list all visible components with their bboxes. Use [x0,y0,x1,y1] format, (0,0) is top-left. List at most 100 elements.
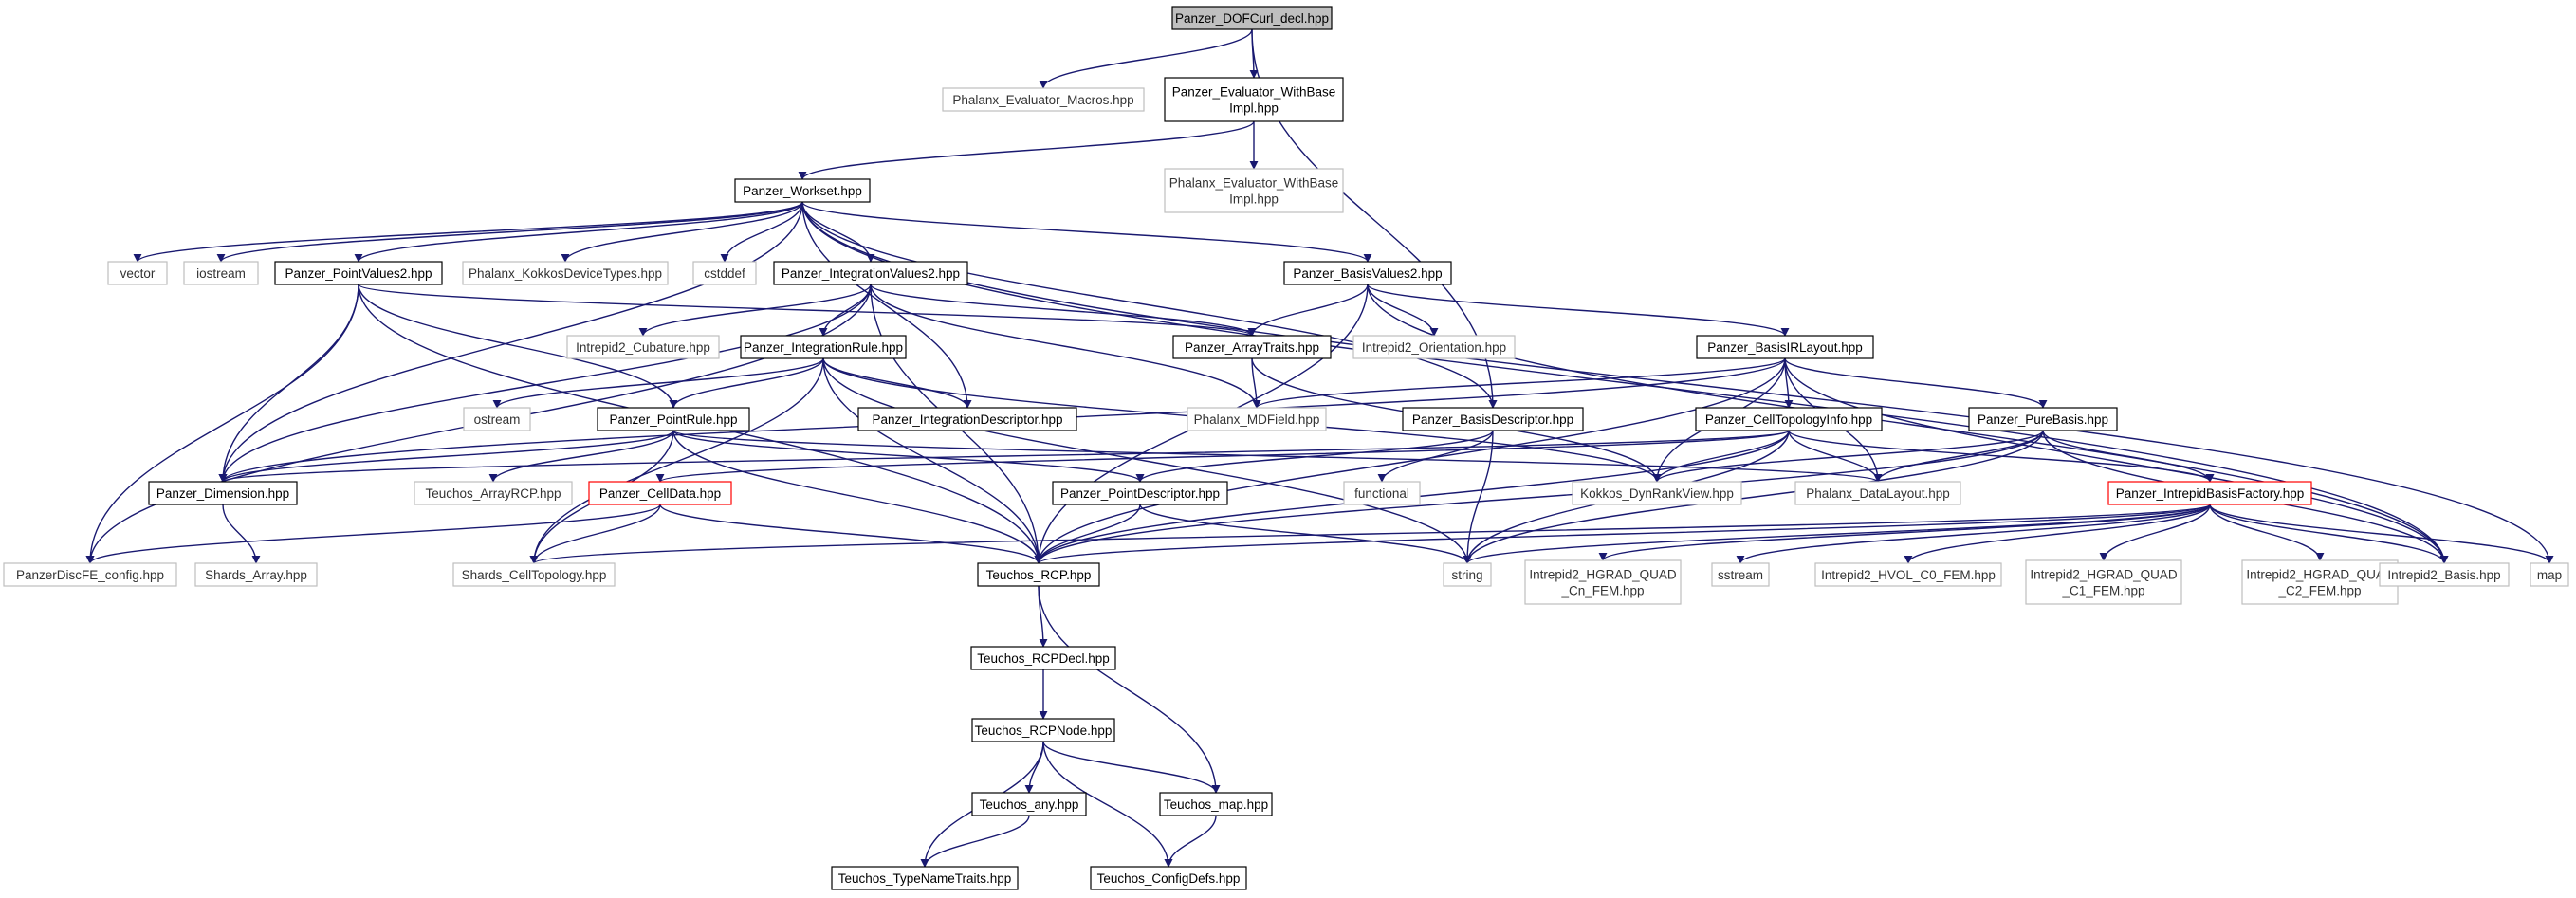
node-tmap[interactable]: Teuchos_map.hpp [1159,792,1273,816]
node-box-iostream [183,261,259,285]
node-label-vector: vector [120,266,156,281]
node-label-hgrad_cn: _Cn_FEM.hpp [1560,584,1644,598]
node-label-phx_eval_wb: Impl.hpp [1229,192,1279,207]
node-configdefs[interactable]: Teuchos_ConfigDefs.hpp [1090,866,1247,890]
node-box-tmap [1159,792,1273,816]
node-intrule[interactable]: Panzer_IntegrationRule.hpp [740,335,907,359]
node-hgrad_c1: Intrepid2_HGRAD_QUAD _C1_FEM.hpp [2025,559,2182,605]
edge-purebasis-to-datalayout [1873,430,2044,483]
node-pointdesc[interactable]: Panzer_PointDescriptor.hpp [1052,481,1228,505]
edge-pointvalues2-to-discfe [85,284,359,564]
node-cubature: Intrepid2_Cubature.hpp [566,335,720,359]
node-box-intrule [740,335,907,359]
edge-ibfactory-to-hvol [1904,504,2211,564]
node-typename[interactable]: Teuchos_TypeNameTraits.hpp [831,866,1019,890]
edge-celldata-to-shards_ct [529,504,661,564]
node-rcp[interactable]: Teuchos_RCP.hpp [977,562,1100,587]
node-label-hgrad_c2: Intrepid2_HGRAD_QUAD [2246,568,2394,582]
node-label-pz_eval_wb: Impl.hpp [1229,101,1279,116]
node-arraytraits[interactable]: Panzer_ArrayTraits.hpp [1172,335,1332,359]
edge-pointrule-to-arrayrcp [488,430,674,483]
node-label-i2basis: Intrepid2_Basis.hpp [2387,568,2500,582]
node-label-arraytraits: Panzer_ArrayTraits.hpp [1185,340,1319,355]
node-phx_macros: Phalanx_Evaluator_Macros.hpp [942,87,1145,112]
node-basisirlayout[interactable]: Panzer_BasisIRLayout.hpp [1696,335,1874,359]
node-label-celldata: Panzer_CellData.hpp [599,486,721,501]
node-label-dynrank: Kokkos_DynRankView.hpp [1580,486,1734,501]
node-celltopo[interactable]: Panzer_CellTopologyInfo.hpp [1695,407,1883,431]
edge-ibfactory-to-map [2209,504,2554,564]
node-box-rcp [977,562,1100,587]
node-hgrad_c2: Intrepid2_HGRAD_QUAD_C2_FEM.hpp [2241,559,2399,605]
edge-intrule-to-rcp [822,357,1043,564]
edge-ibfactory-to-hgrad_cn [1598,504,2211,561]
edge-rcpnode-to-tmap [1042,741,1221,794]
node-string: string [1443,562,1492,587]
node-box-vector [107,261,168,285]
edge-pointdesc-to-string [1139,504,1472,564]
node-pointrule[interactable]: Panzer_PointRule.hpp [597,407,750,431]
edge-pointrule-to-pointdesc [672,430,1145,483]
node-root[interactable]: Panzer_DOFCurl_decl.hpp [1171,6,1333,30]
node-basisdesc[interactable]: Panzer_BasisDescriptor.hpp [1402,407,1584,431]
edge-intrule-to-string [822,357,1472,564]
node-label-hvol: Intrepid2_HVOL_C0_FEM.hpp [1821,568,1996,582]
edge-workset-to-pointvalues2 [354,201,803,263]
node-label-dimension: Panzer_Dimension.hpp [156,486,289,501]
edge-rcp-to-tmap [1038,585,1221,794]
node-box-rcpdecl [970,646,1116,670]
node-pointvalues2[interactable]: Panzer_PointValues2.hpp [274,261,443,285]
node-box-phx_eval_wb [1164,168,1344,213]
node-label-root: Panzer_DOFCurl_decl.hpp [1175,11,1329,26]
edge-purebasis-to-ibfactory [2042,430,2215,483]
edge-celltopo-to-ibfactory [1788,430,2215,483]
node-hvol: Intrepid2_HVOL_C0_FEM.hpp [1814,562,2002,587]
edge-intvalues2-to-arraytraits [870,284,1257,337]
node-intvalues2[interactable]: Panzer_IntegrationValues2.hpp [773,261,968,285]
edge-pointdesc-to-rcp [1034,504,1141,564]
edge-intvalues2-to-mdfield [870,284,1261,409]
node-label-shards_ct: Shards_CellTopology.hpp [462,568,607,582]
edge-pointvalues2-to-arraytraits [358,284,1257,337]
node-purebasis[interactable]: Panzer_PureBasis.hpp [1968,407,2118,431]
node-label-hgrad_c1: _C1_FEM.hpp [2061,584,2144,598]
node-label-cubature: Intrepid2_Cubature.hpp [576,340,710,355]
node-basisvalues2[interactable]: Panzer_BasisValues2.hpp [1283,261,1452,285]
node-label-shards_array: Shards_Array.hpp [205,568,307,582]
node-rcpnode[interactable]: Teuchos_RCPNode.hpp [971,718,1115,742]
node-box-hgrad_cn [1524,559,1682,605]
edge-basisirlayout-to-mdfield [1252,357,1786,409]
edge-workset-to-iostream [216,201,803,263]
node-box-celltopo [1695,407,1883,431]
node-sstream: sstream [1711,562,1770,587]
node-box-basisvalues2 [1283,261,1452,285]
node-shards_array: Shards_Array.hpp [194,562,318,587]
node-ibfactory[interactable]: Panzer_IntrepidBasisFactory.hpp [2107,481,2312,505]
node-iostream: iostream [183,261,259,285]
edge-pointrule-to-datalayout [672,430,1883,483]
node-label-pointrule: Panzer_PointRule.hpp [609,412,737,427]
node-intdesc[interactable]: Panzer_IntegrationDescriptor.hpp [857,407,1077,431]
node-box-shards_ct [452,562,616,587]
node-label-map: map [2537,568,2562,582]
node-tany[interactable]: Teuchos_any.hpp [971,792,1087,816]
edge-celltopo-to-dynrank [1652,430,1790,483]
node-celldata[interactable]: Panzer_CellData.hpp [588,481,732,505]
node-rcpdecl[interactable]: Teuchos_RCPDecl.hpp [970,646,1116,670]
node-dimension[interactable]: Panzer_Dimension.hpp [148,481,298,505]
node-box-basisdesc [1402,407,1584,431]
node-label-arrayrcp: Teuchos_ArrayRCP.hpp [425,486,561,501]
node-label-pointdesc: Panzer_PointDescriptor.hpp [1060,486,1220,501]
edge-ibfactory-to-rcp [1034,504,2211,564]
node-label-hgrad_c1: Intrepid2_HGRAD_QUAD [2030,568,2178,582]
node-dynrank: Kokkos_DynRankView.hpp [1572,481,1742,505]
edge-celltopo-to-celldata [655,430,1790,483]
edge-ibfactory-to-shards_ct [530,504,2211,564]
edge-tany-to-typename [920,815,1030,868]
edge-rcpnode-to-configdefs [1042,741,1173,868]
edge-workset-to-vector [133,201,803,263]
node-workset[interactable]: Panzer_Workset.hpp [734,178,871,203]
node-label-ostream: ostream [474,412,521,427]
